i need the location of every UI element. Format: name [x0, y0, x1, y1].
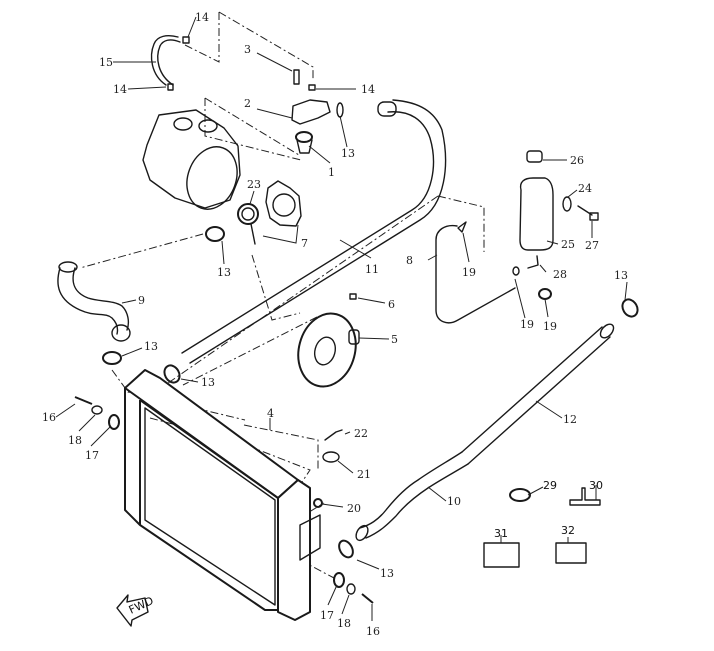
- callout-c24: 24: [578, 182, 592, 195]
- callout-c23: 23: [247, 178, 261, 191]
- callout-c1: 1: [328, 166, 335, 179]
- hose-clamp-part-13-center[interactable]: [161, 363, 182, 386]
- callout-c14c: 14: [361, 83, 375, 96]
- callout-c13e: 13: [380, 567, 394, 580]
- thermostat-part-1[interactable]: [295, 131, 313, 154]
- bolt-part-16-left[interactable]: [74, 396, 93, 405]
- callout-c13f: 13: [614, 269, 628, 282]
- tee-fitting-part-30[interactable]: [569, 487, 601, 506]
- callout-c16b: 16: [366, 625, 380, 638]
- callout-c15: 15: [99, 56, 113, 69]
- callout-c30: 30: [589, 479, 603, 492]
- callout-c31: 31: [494, 527, 508, 540]
- callout-c13a: 13: [341, 147, 355, 160]
- bypass-hose-part-15[interactable]: [150, 35, 181, 86]
- callout-c20: 20: [347, 502, 361, 515]
- callout-c19b: 19: [520, 318, 534, 331]
- upper-hose-part-9[interactable]: [57, 261, 131, 342]
- callout-c32: 32: [561, 524, 575, 537]
- grommet-part-17-right[interactable]: [333, 572, 345, 588]
- callout-c26: 26: [570, 154, 584, 167]
- callout-c21: 21: [357, 468, 371, 481]
- radiator-part-4[interactable]: [124, 369, 321, 621]
- lower-hose-part-10[interactable]: [354, 451, 469, 542]
- callout-c22: 22: [354, 427, 368, 440]
- callout-c17b: 17: [320, 609, 334, 622]
- clip-part-14-right[interactable]: [308, 84, 316, 91]
- hose-clamp-part-13-upper-left[interactable]: [205, 226, 225, 242]
- hose-clamp-part-29[interactable]: [509, 488, 531, 502]
- clip-part-19-upper[interactable]: [457, 221, 467, 233]
- clip-part-14-top[interactable]: [182, 36, 190, 44]
- callout-c14b: 14: [113, 83, 127, 96]
- filler-neck-part-23[interactable]: [237, 203, 259, 245]
- callout-c25: 25: [561, 238, 575, 251]
- callout-c18b: 18: [337, 617, 351, 630]
- fwd-label: FWD: [127, 594, 156, 617]
- washer-part-24[interactable]: [562, 196, 572, 212]
- callout-c8: 8: [406, 254, 413, 267]
- callout-c5: 5: [391, 333, 398, 346]
- bolt-part-6[interactable]: [349, 293, 357, 300]
- bolt-part-3[interactable]: [293, 69, 300, 85]
- clip-part-14-left[interactable]: [167, 83, 174, 91]
- bolt-part-16-right[interactable]: [361, 593, 374, 604]
- hose-clamp-part-13-left[interactable]: [102, 351, 122, 365]
- label-part-32[interactable]: [555, 542, 587, 564]
- clip-part-19-right[interactable]: [538, 288, 552, 300]
- callout-c3: 3: [244, 43, 251, 56]
- thermostat-housing-part-2[interactable]: [291, 99, 344, 125]
- callout-c19c: 19: [543, 320, 557, 333]
- nut-part-20[interactable]: [313, 498, 323, 508]
- elbow-fitting-part-28[interactable]: [527, 255, 539, 269]
- cylinder-head-housing: [142, 109, 241, 210]
- grommet-part-17-left[interactable]: [108, 414, 120, 430]
- bolt-part-27[interactable]: [577, 205, 599, 221]
- callout-c6: 6: [388, 298, 395, 311]
- callout-c14a: 14: [195, 11, 209, 24]
- collar-part-18-right[interactable]: [346, 583, 356, 595]
- collar-part-18-left[interactable]: [91, 405, 103, 415]
- callout-c17a: 17: [85, 449, 99, 462]
- callout-c7: 7: [301, 237, 308, 250]
- reservoir-tank-part-25[interactable]: [519, 177, 554, 251]
- fan-motor-part-5[interactable]: [290, 307, 363, 393]
- callout-c10: 10: [447, 495, 461, 508]
- leader-lines: [55, 16, 628, 621]
- callout-c29: 29: [543, 479, 557, 492]
- clip-part-19-lower[interactable]: [512, 266, 520, 276]
- water-pipe-part-11[interactable]: [181, 99, 447, 364]
- callout-c2: 2: [244, 97, 251, 110]
- overflow-hose-part-8[interactable]: [435, 224, 516, 324]
- callout-c9: 9: [138, 294, 145, 307]
- callout-c13c: 13: [144, 340, 158, 353]
- label-part-31[interactable]: [483, 542, 520, 568]
- reservoir-cap-part-26[interactable]: [526, 150, 543, 163]
- callout-c28: 28: [553, 268, 567, 281]
- cap-gasket-part-7[interactable]: [265, 180, 302, 227]
- callout-c4: 4: [267, 407, 274, 420]
- callout-c13d: 13: [201, 376, 215, 389]
- hose-clamp-part-13-lower[interactable]: [336, 538, 355, 560]
- callout-c12: 12: [563, 413, 577, 426]
- clip-part-22[interactable]: [324, 429, 343, 441]
- forward-direction-arrow: FWD: [116, 594, 156, 627]
- washer-part-21[interactable]: [322, 451, 340, 463]
- callout-c13b: 13: [217, 266, 231, 279]
- callout-c18a: 18: [68, 434, 82, 447]
- callout-c19a: 19: [462, 266, 476, 279]
- hose-clamp-part-13-right[interactable]: [619, 297, 640, 320]
- water-pipe-part-12[interactable]: [461, 322, 616, 465]
- callout-c27: 27: [585, 239, 599, 252]
- callout-c11: 11: [365, 263, 379, 276]
- callout-c16a: 16: [42, 411, 56, 424]
